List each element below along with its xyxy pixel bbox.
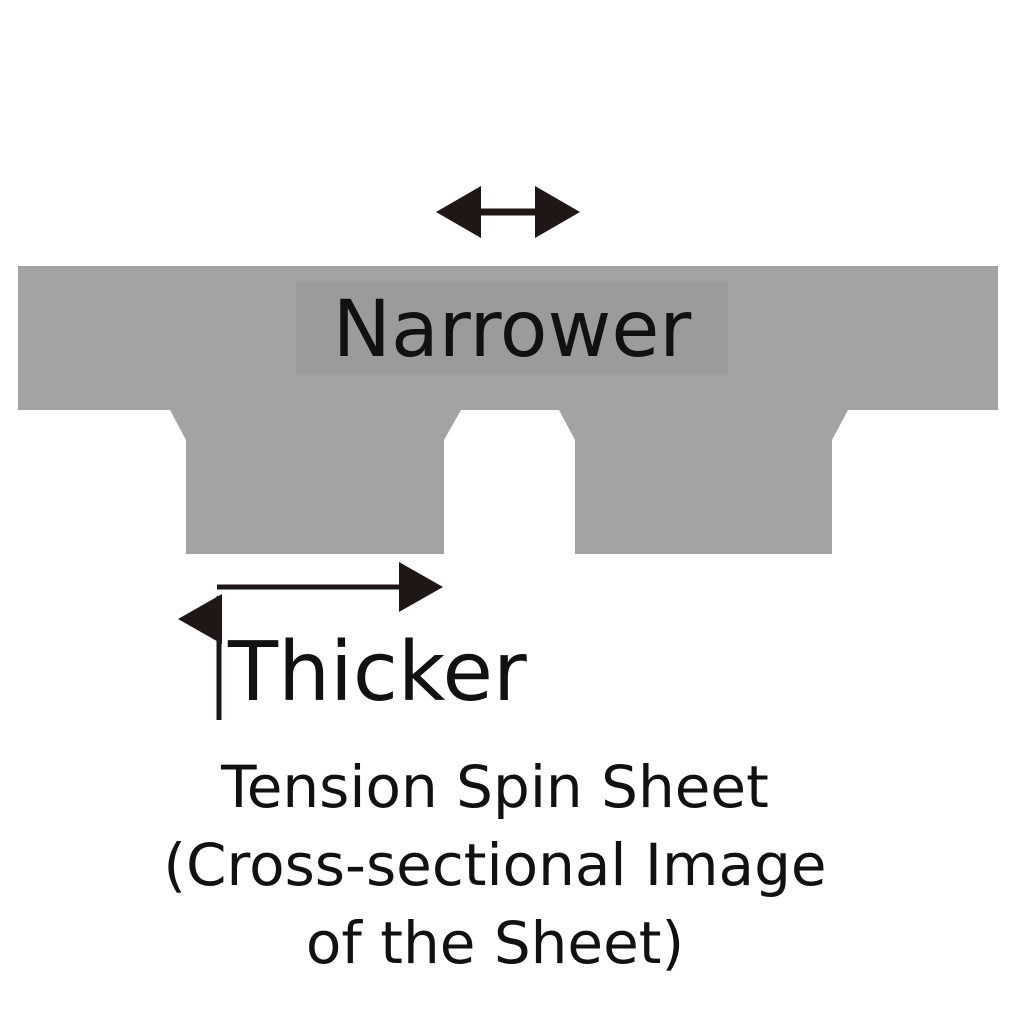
- narrower-label-box: [296, 281, 728, 375]
- sheet-profile: [18, 266, 998, 554]
- caption-line-2: (Cross-sectional Image: [163, 831, 827, 899]
- thicker-label: Thicker: [227, 625, 527, 720]
- narrower-arrow-icon: [436, 186, 580, 238]
- caption-line-1: Tension Spin Sheet: [221, 753, 769, 821]
- diagram-caption: Tension Spin Sheet (Cross-sectional Imag…: [0, 748, 990, 982]
- caption-line-3: of the Sheet): [305, 909, 685, 977]
- thicker-arrow-icon: [178, 562, 443, 720]
- narrower-label: Narrower: [333, 285, 693, 375]
